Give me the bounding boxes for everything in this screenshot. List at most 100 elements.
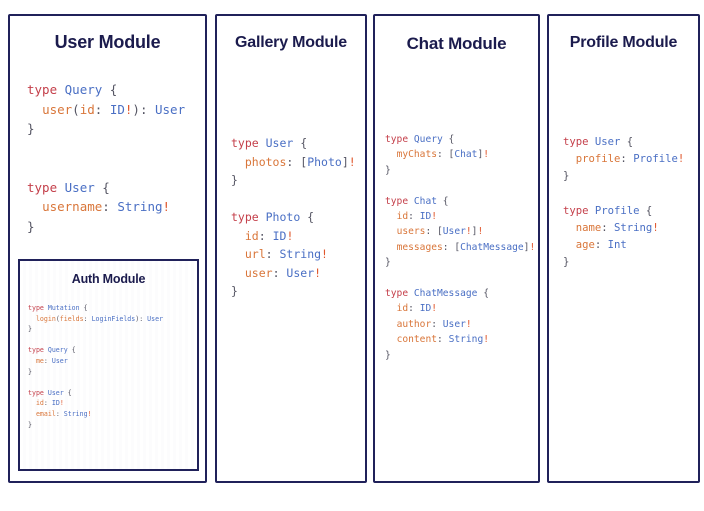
code-line: users: [User!]! xyxy=(385,224,535,239)
code-token-punc: { xyxy=(300,210,315,224)
code-block-chat-module: type Query { myChats: [Chat]!} type Chat… xyxy=(385,132,535,363)
code-token-kw: type xyxy=(231,136,266,150)
code-line: type User { xyxy=(27,178,185,198)
code-token-punc: } xyxy=(28,367,32,376)
code-token-punc: { xyxy=(442,134,455,145)
code-token-kw: type xyxy=(28,346,48,355)
code-token-punc: : xyxy=(265,247,280,261)
panel-auth-module[interactable]: Auth Module type Mutation { login(fields… xyxy=(18,259,199,471)
code-token-punc: : xyxy=(55,409,64,418)
code-line: photos: [Photo]! xyxy=(231,153,356,172)
code-line: user: User! xyxy=(231,264,356,283)
code-token-bang: ! xyxy=(465,318,472,330)
code-token-field: users xyxy=(396,226,426,238)
code-token-punc: { xyxy=(477,288,489,300)
code-line: myChats: [Chat]! xyxy=(385,147,535,162)
code-token-type: Mutation xyxy=(47,304,80,312)
code-token-type: User xyxy=(286,265,315,280)
panel-user-module[interactable]: User Module type Query { user(id: ID!): … xyxy=(8,14,207,483)
code-token-punc: : xyxy=(102,199,118,214)
code-token-field: login xyxy=(35,314,56,323)
code-line: } xyxy=(28,420,163,431)
code-token-punc: : xyxy=(43,399,52,408)
code-token-punc: { xyxy=(102,82,118,97)
code-token-punc: ] xyxy=(477,149,484,161)
code-token-punc xyxy=(385,226,397,237)
code-line: } xyxy=(28,367,163,378)
code-token-field: fields xyxy=(59,314,84,323)
code-line: type Chat { xyxy=(385,194,535,209)
code-token-type: String xyxy=(117,199,163,214)
panel-chat-module[interactable]: Chat Module type Query { myChats: [Chat]… xyxy=(373,14,540,483)
code-line: messages: [ChatMessage]! xyxy=(385,240,536,255)
code-token-type: Query xyxy=(47,346,68,355)
code-token-type: User xyxy=(594,136,621,148)
code-block-profile-module: type User { profile: Profile!} type Prof… xyxy=(563,134,684,272)
code-token-kw: type xyxy=(385,288,414,300)
code-token-type: ID xyxy=(419,211,432,223)
code-token-kw: type xyxy=(27,179,65,195)
code-line xyxy=(27,139,185,159)
code-line: } xyxy=(231,282,356,301)
code-token-punc: } xyxy=(231,173,238,187)
code-token-bang: ! xyxy=(483,334,489,346)
panel-title-gallery-module: Gallery Module xyxy=(235,34,347,51)
code-line: } xyxy=(28,324,163,335)
code-line xyxy=(385,178,535,193)
code-token-punc xyxy=(231,266,245,280)
code-block-user-module: type Query { user(id: ID!): User} type U… xyxy=(27,80,185,236)
code-token-punc xyxy=(28,410,36,418)
code-token-kw: type xyxy=(385,134,414,145)
panel-title-user-module: User Module xyxy=(54,32,161,52)
code-line: email: String! xyxy=(28,409,163,420)
code-line: type Photo { xyxy=(231,208,356,227)
code-token-field: content xyxy=(396,334,437,346)
code-line: } xyxy=(231,171,356,190)
code-token-field: me xyxy=(35,356,44,365)
code-token-punc xyxy=(231,247,245,261)
code-token-punc xyxy=(385,319,397,330)
code-token-kw: type xyxy=(231,210,266,224)
code-token-field: id xyxy=(79,101,95,117)
code-line: me: User xyxy=(28,356,163,367)
code-token-punc: } xyxy=(385,164,391,176)
code-token-punc: ( xyxy=(72,101,80,117)
code-token-field: messages xyxy=(396,241,443,253)
code-token-type: Profile xyxy=(633,153,678,166)
code-token-punc: : [ xyxy=(437,149,455,161)
code-line: age: Int xyxy=(563,237,684,254)
code-token-kw: type xyxy=(563,204,595,217)
code-token-bang: ! xyxy=(529,241,536,253)
code-token-type: Query xyxy=(64,82,103,97)
code-token-field: myChats xyxy=(396,149,437,161)
code-token-field: id xyxy=(35,399,44,408)
code-line: type Query { xyxy=(27,80,185,100)
panel-title-chat-module: Chat Module xyxy=(406,34,507,53)
code-token-type: String xyxy=(63,409,88,418)
code-token-punc: : xyxy=(94,101,110,117)
code-token-type: Chat xyxy=(413,195,437,207)
code-line: id: ID! xyxy=(28,398,163,409)
code-token-punc: } xyxy=(28,420,32,429)
code-token-bang: ! xyxy=(314,265,322,280)
panel-gallery-module[interactable]: Gallery Module type User { photos: [Phot… xyxy=(215,14,367,483)
code-token-punc: ( xyxy=(55,314,60,323)
code-token-field: author xyxy=(396,318,432,330)
code-line: profile: Profile! xyxy=(563,151,684,168)
panel-profile-module[interactable]: Profile Module type User { profile: Prof… xyxy=(547,14,700,483)
code-line: id: ID! xyxy=(231,227,356,246)
code-block-gallery-module: type User { photos: [Photo]!} type Photo… xyxy=(231,134,356,301)
code-token-punc: : xyxy=(594,239,608,252)
code-token-field: user xyxy=(42,101,73,117)
code-token-type: ID xyxy=(272,228,287,243)
code-token-field: id xyxy=(396,303,409,315)
code-token-field: id xyxy=(396,211,409,223)
code-line xyxy=(231,190,356,209)
code-token-punc: : xyxy=(258,228,273,243)
code-token-punc: : [ xyxy=(425,226,443,238)
code-line xyxy=(27,158,185,178)
code-token-punc xyxy=(28,357,36,365)
code-token-punc: { xyxy=(437,195,449,207)
code-line: author: User! xyxy=(385,317,535,332)
code-line: } xyxy=(563,254,684,271)
